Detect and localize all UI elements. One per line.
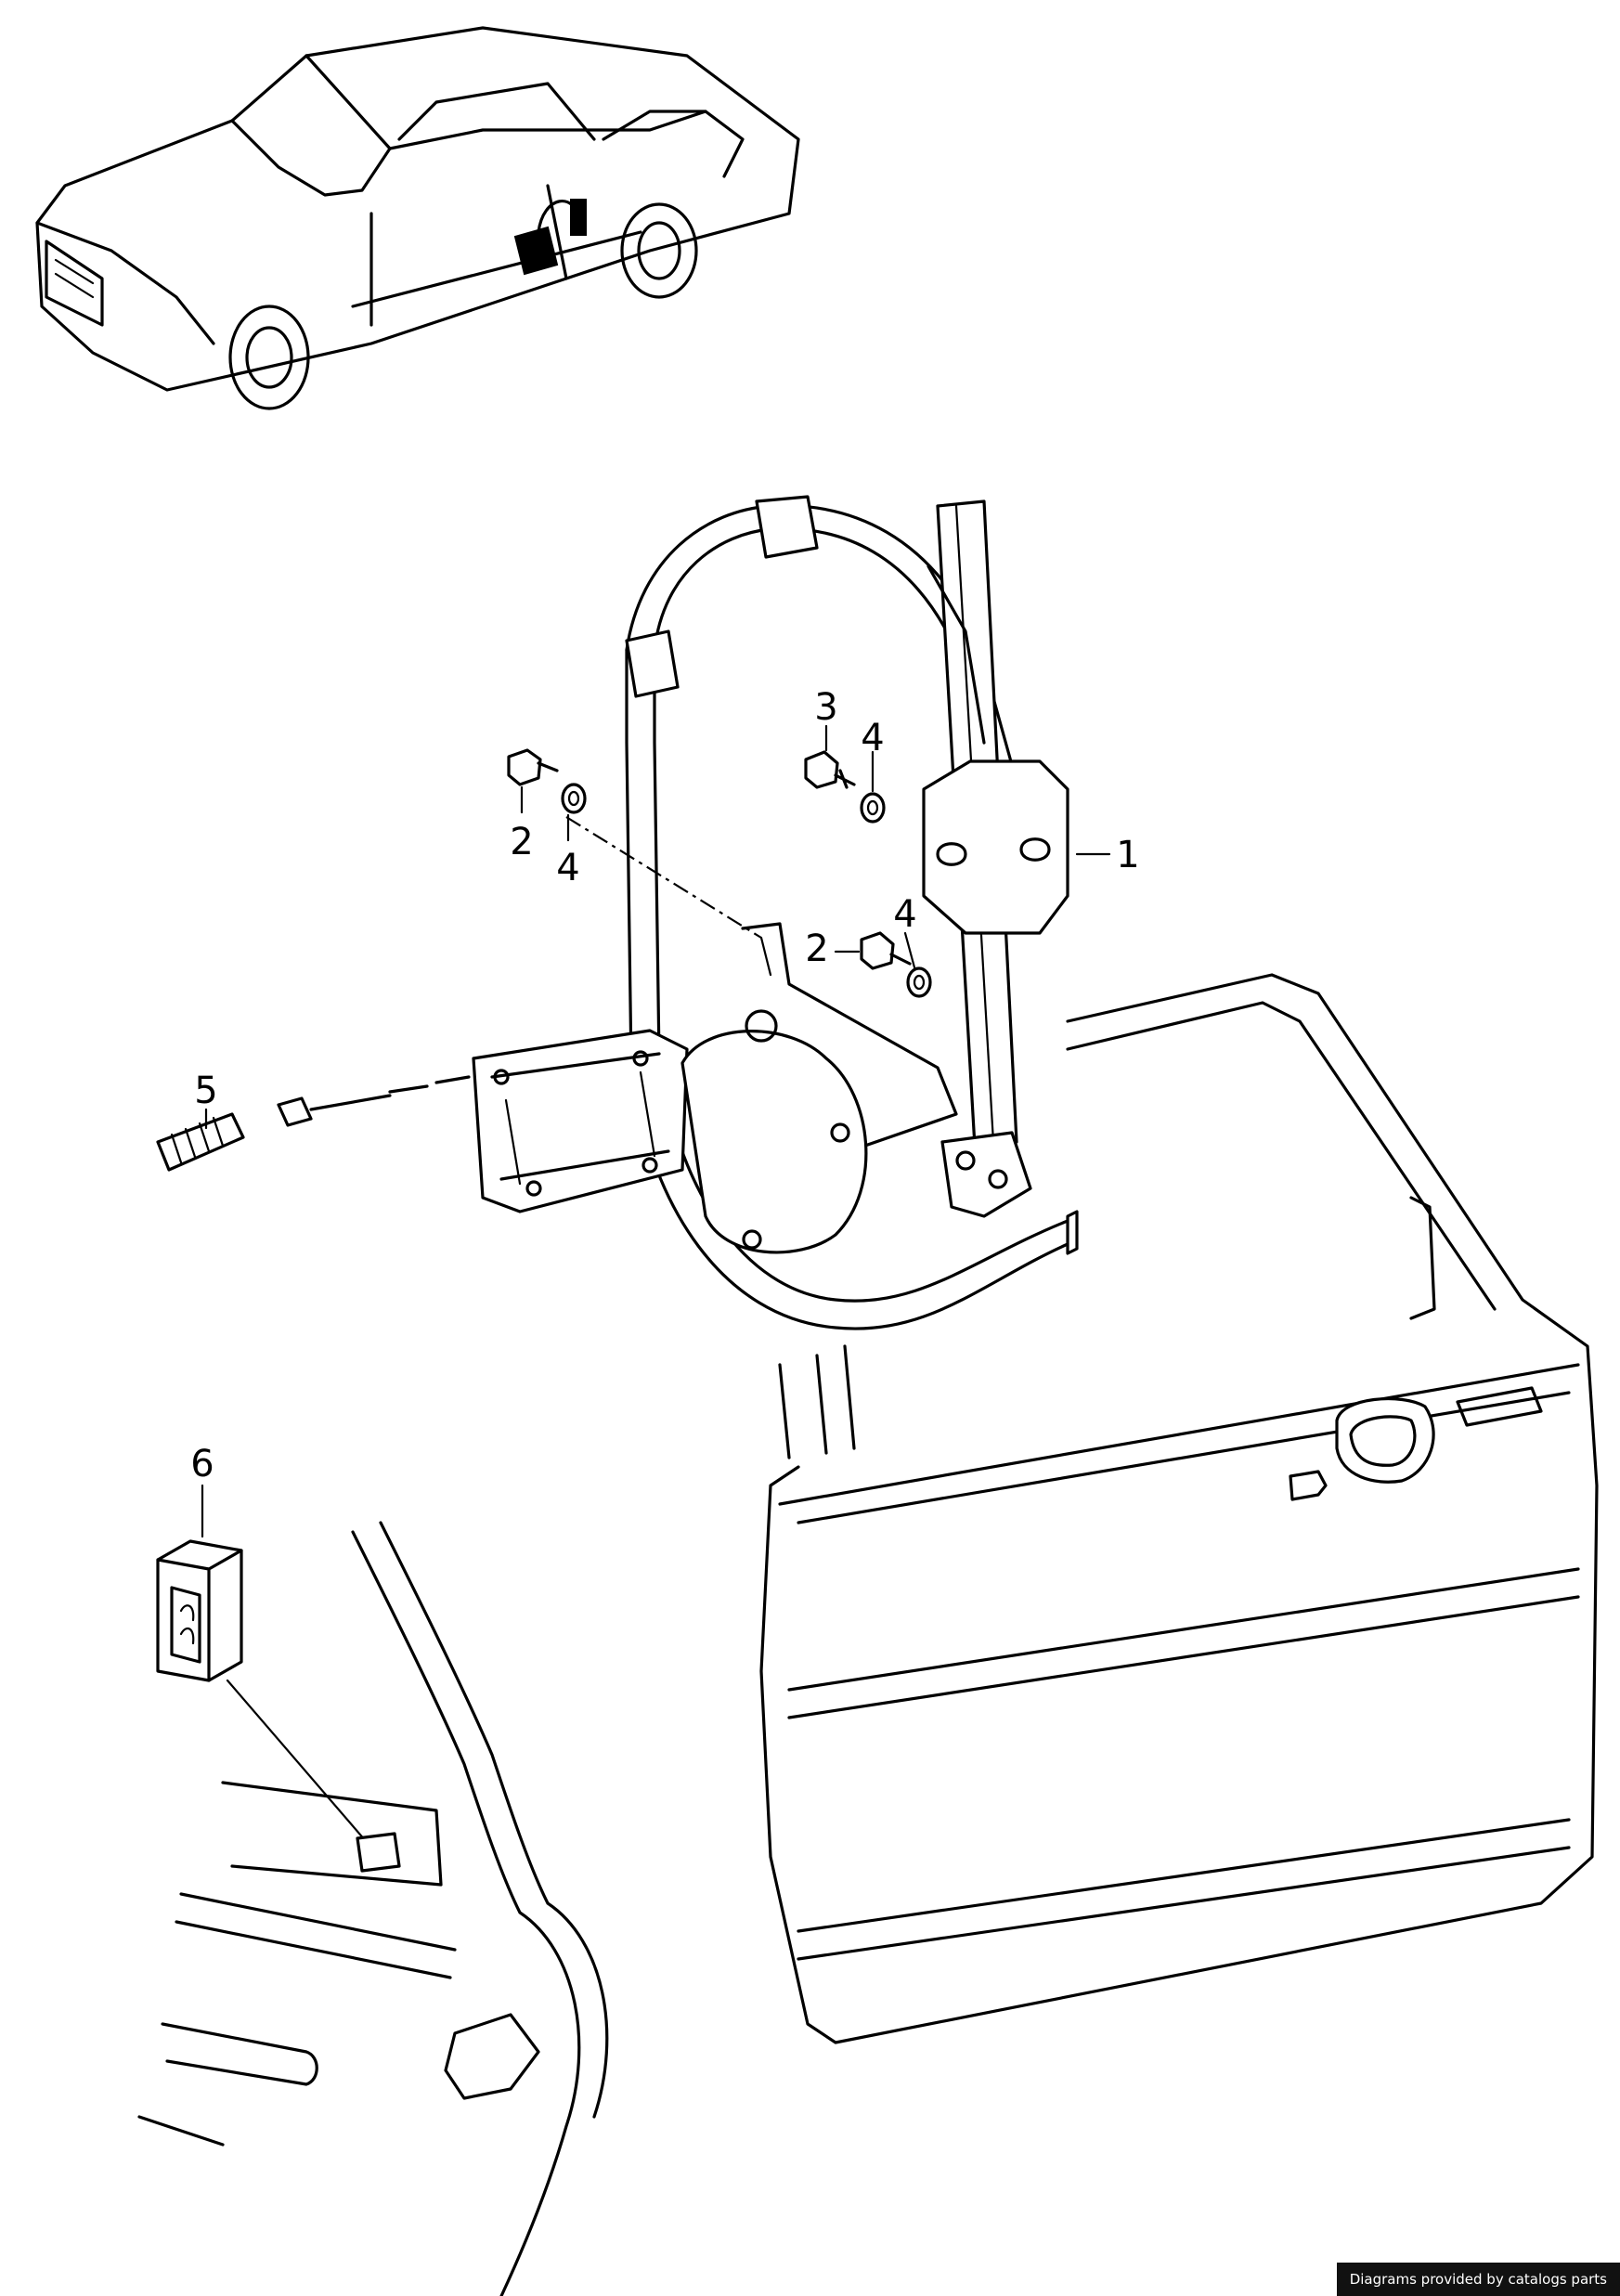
switch-leader-line — [226, 1679, 373, 1849]
callout-4-left: 4 — [556, 847, 579, 889]
washer-4-upper — [860, 792, 886, 824]
bolt-3 — [804, 750, 856, 789]
bolt-2-right — [860, 931, 912, 970]
front-door-card-illustration — [137, 1521, 609, 2296]
callout-3: 3 — [814, 686, 837, 729]
callout-4-lower: 4 — [893, 893, 916, 936]
motor-connector-cable — [277, 1075, 471, 1127]
diagram-credit: Diagrams provided by catalogs parts — [1336, 2263, 1620, 2296]
callout-2-left: 2 — [510, 821, 533, 863]
callout-labels: 1 2 4 3 4 2 4 5 6 — [190, 686, 1139, 1485]
bolt-2-left — [507, 748, 559, 786]
car-reference-illustration — [35, 26, 800, 410]
rear-door-illustration — [759, 973, 1599, 2044]
washer-4-left — [561, 783, 587, 814]
window-regulator-assembly — [472, 495, 1079, 1330]
callout-2-right: 2 — [805, 927, 828, 970]
car-highlight-mark — [513, 199, 587, 276]
callout-5: 5 — [194, 1070, 217, 1112]
rubber-boot-5 — [156, 1112, 245, 1172]
callout-6: 6 — [190, 1443, 214, 1485]
callout-leaders — [201, 724, 1111, 1538]
window-switch-6 — [156, 1539, 243, 1682]
callout-1: 1 — [1116, 834, 1139, 876]
washer-4-lower — [906, 966, 932, 998]
callout-4-upper: 4 — [861, 717, 884, 759]
